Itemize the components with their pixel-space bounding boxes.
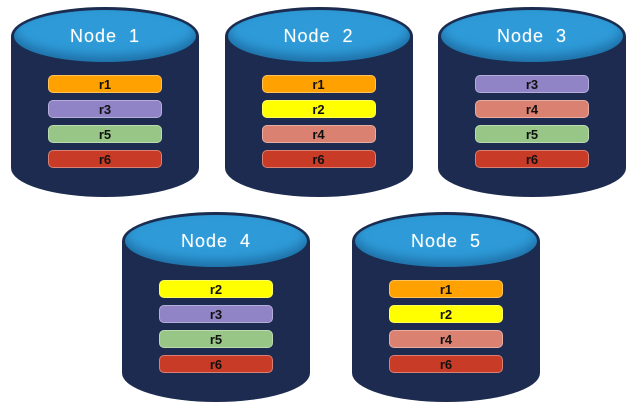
replica-bar-r6: r6 xyxy=(389,355,503,373)
row-bottom: Node 4 r2 r3 r5 r6 Node 5 r1 r2 r4 r6 xyxy=(0,212,636,402)
replica-bar-r5: r5 xyxy=(159,330,273,348)
replica-bar-r3: r3 xyxy=(48,100,162,118)
replica-bar-r6: r6 xyxy=(475,150,589,168)
cylinder-bottom-ellipse xyxy=(224,139,413,197)
replica-bar-r1: r1 xyxy=(389,280,503,298)
replica-bar-r1: r1 xyxy=(261,75,376,93)
replica-bar-r5: r5 xyxy=(475,125,589,143)
replica-bar-r4: r4 xyxy=(389,330,503,348)
cylinder-top-ellipse: Node 4 xyxy=(122,212,310,270)
cylinder-bottom-ellipse xyxy=(438,139,626,197)
node-label: Node 1 xyxy=(69,25,141,46)
replica-bar-r3: r3 xyxy=(475,75,589,93)
replica-bar-r2: r2 xyxy=(159,280,273,298)
node-label: Node 2 xyxy=(283,25,354,46)
row-top: Node 1 r1 r3 r5 r6 Node 2 r1 r2 r4 r6 Node 3 r… xyxy=(0,0,636,197)
node-label: Node 5 xyxy=(410,230,482,251)
cylinder-top-ellipse: Node 1 xyxy=(11,7,199,65)
replica-list: r1 r3 r5 r6 xyxy=(48,75,162,168)
replica-list: r1 r2 r4 r6 xyxy=(389,280,503,373)
node-label: Node 4 xyxy=(180,230,252,251)
db-node-cylinder-2: Node 2 r1 r2 r4 r6 xyxy=(224,7,413,197)
cylinder-top-ellipse: Node 3 xyxy=(438,7,626,65)
replica-bar-r2: r2 xyxy=(389,305,503,323)
replica-bar-r4: r4 xyxy=(261,125,376,143)
replica-bar-r3: r3 xyxy=(159,305,273,323)
replica-bar-r2: r2 xyxy=(261,100,376,118)
replica-bar-r5: r5 xyxy=(48,125,162,143)
replica-list: r1 r2 r4 r6 xyxy=(261,75,376,168)
replica-list: r2 r3 r5 r6 xyxy=(159,280,273,373)
cylinder-top-ellipse: Node 2 xyxy=(224,7,413,65)
cylinder-bottom-ellipse xyxy=(352,344,540,402)
db-node-cylinder-1: Node 1 r1 r3 r5 r6 xyxy=(11,7,199,197)
replica-bar-r4: r4 xyxy=(475,100,589,118)
replica-bar-r6: r6 xyxy=(159,355,273,373)
cylinder-bottom-ellipse xyxy=(122,344,310,402)
db-node-cylinder-4: Node 4 r2 r3 r5 r6 xyxy=(122,212,310,402)
replica-list: r3 r4 r5 r6 xyxy=(475,75,589,168)
node-label: Node 3 xyxy=(496,25,568,46)
replica-bar-r1: r1 xyxy=(48,75,162,93)
replica-bar-r6: r6 xyxy=(261,150,376,168)
replica-bar-r6: r6 xyxy=(48,150,162,168)
db-node-cylinder-5: Node 5 r1 r2 r4 r6 xyxy=(352,212,540,402)
cylinder-top-ellipse: Node 5 xyxy=(352,212,540,270)
db-node-cylinder-3: Node 3 r3 r4 r5 r6 xyxy=(438,7,626,197)
cylinder-bottom-ellipse xyxy=(11,139,199,197)
